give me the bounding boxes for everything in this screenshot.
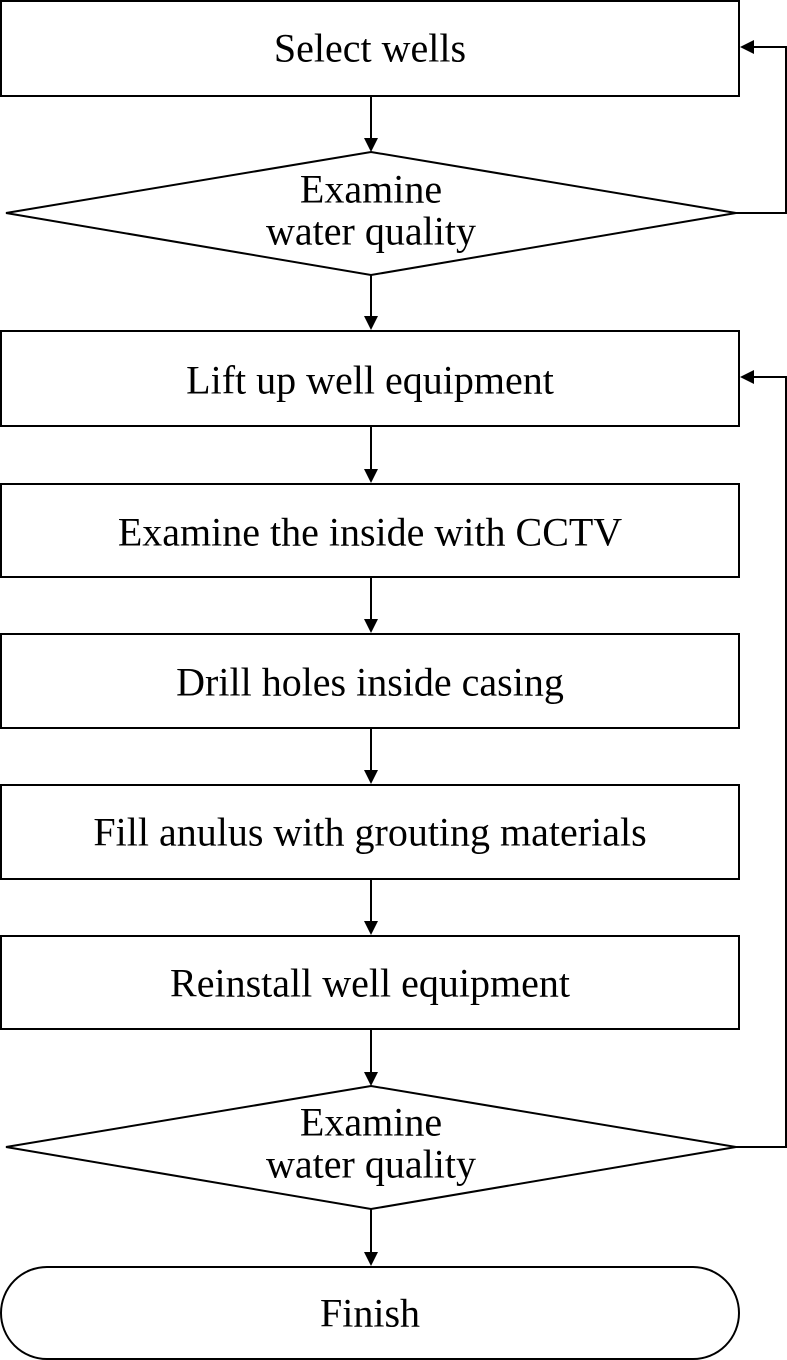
process-box bbox=[0, 0, 740, 97]
feedback-arrowhead-lift bbox=[740, 370, 754, 384]
step-label: Fill anulus with grouting materials bbox=[93, 810, 646, 855]
step-drill-holes: Drill holes inside casing bbox=[0, 633, 740, 729]
step-label: Drill holes inside casing bbox=[176, 660, 564, 705]
decision-label-line-1: Examine bbox=[300, 1100, 442, 1145]
step-fill-anulus: Fill anulus with grouting materials bbox=[0, 784, 740, 880]
arrowhead-cctv-to-drill bbox=[364, 619, 378, 633]
arrowhead-reinstall-to-decision2 bbox=[364, 1072, 378, 1086]
connectors bbox=[364, 40, 787, 1266]
step-reinstall-well-equipment: Reinstall well equipment bbox=[0, 935, 740, 1030]
arrowhead-drill-to-fill bbox=[364, 770, 378, 784]
step-examine-with-cctv: Examine the inside with CCTV bbox=[0, 483, 740, 578]
step-lift-up-well-equipment: Lift up well equipment bbox=[0, 330, 740, 427]
step-label: Examine the inside with CCTV bbox=[118, 510, 622, 555]
decision-examine-water-quality-1: Examine water quality bbox=[5, 150, 737, 277]
arrowhead-fill-to-reinstall bbox=[364, 921, 378, 935]
process-box bbox=[0, 330, 740, 427]
step-label: Reinstall well equipment bbox=[170, 961, 570, 1006]
feedback-decision1-to-select bbox=[736, 46, 787, 214]
decision-label-line-1: Examine bbox=[300, 167, 442, 212]
step-select-wells: Select wells bbox=[0, 0, 740, 97]
arrowhead-select-to-decision1 bbox=[364, 138, 378, 152]
decision-diamond bbox=[5, 1084, 737, 1211]
process-box bbox=[0, 483, 740, 578]
arrowhead-decision2-to-finish bbox=[364, 1252, 378, 1266]
process-box bbox=[0, 784, 740, 880]
decision-diamond bbox=[5, 150, 737, 277]
feedback-decision2-to-lift bbox=[736, 376, 787, 1148]
feedback-arrowhead-select bbox=[740, 40, 754, 54]
terminal-label: Finish bbox=[320, 1291, 420, 1336]
terminal-box bbox=[0, 1266, 740, 1360]
process-box bbox=[0, 935, 740, 1030]
arrowhead-lift-to-cctv bbox=[364, 469, 378, 483]
terminal-finish: Finish bbox=[0, 1266, 740, 1360]
decision-examine-water-quality-2: Examine water quality bbox=[5, 1084, 737, 1211]
decision-label-line-2: water quality bbox=[266, 1142, 476, 1187]
step-label: Select wells bbox=[274, 26, 466, 71]
process-box bbox=[0, 633, 740, 729]
decision-label-line-2: water quality bbox=[266, 209, 476, 254]
step-label: Lift up well equipment bbox=[186, 358, 554, 403]
arrowhead-decision1-to-lift bbox=[364, 316, 378, 330]
